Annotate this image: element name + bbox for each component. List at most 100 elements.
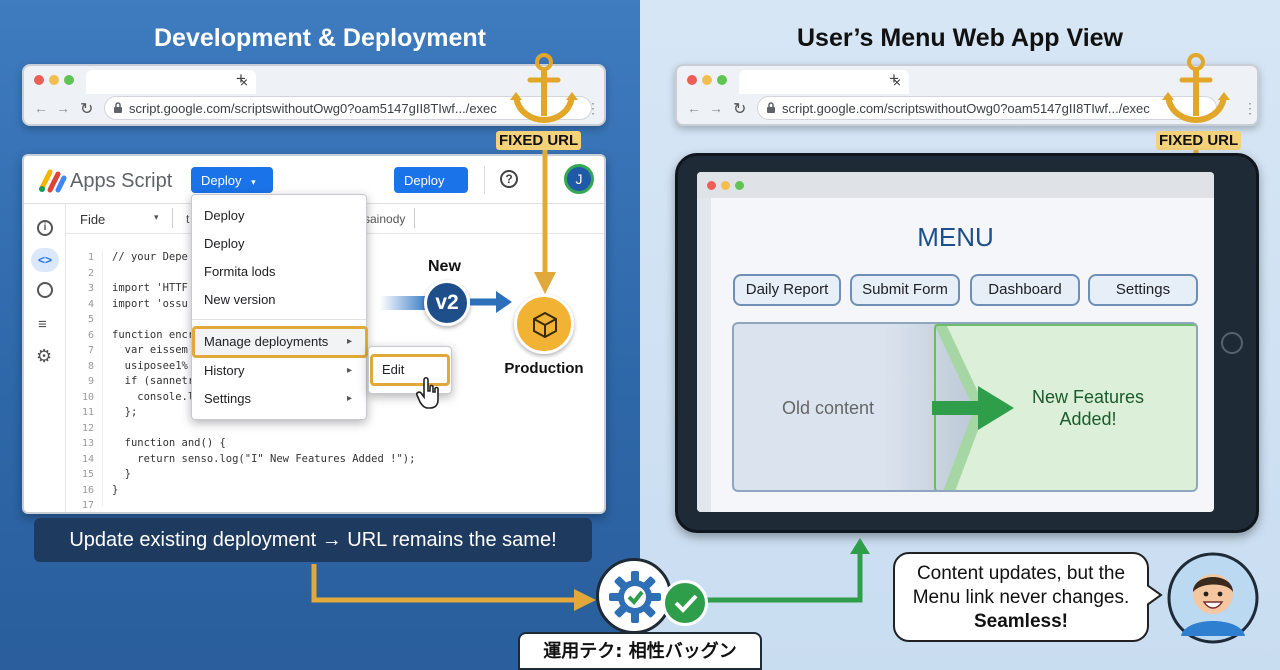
browser-menu-icon[interactable]: ⋮ [586, 100, 600, 116]
settings-button[interactable]: Settings [1088, 274, 1198, 306]
avatar[interactable]: J [564, 164, 594, 194]
reload-icon[interactable]: ↻ [733, 101, 747, 118]
development-panel: Development & Deployment × + ← → ↻ scrip… [0, 0, 640, 670]
caret-down-icon: ▾ [410, 192, 415, 202]
line-number: 14 [81, 453, 94, 465]
reload-icon[interactable]: ↻ [80, 101, 94, 118]
tab-close-icon[interactable]: × [239, 74, 248, 90]
back-icon[interactable]: ← [687, 100, 701, 116]
lock-icon [767, 102, 775, 113]
menu-item-settings[interactable]: Settings ▸ [192, 386, 366, 412]
bubble-tail [1147, 585, 1163, 606]
submenu-item-edit[interactable]: Edit [382, 362, 405, 377]
browser-window-dev: × + ← → ↻ script.google.com/scriptswitho… [22, 64, 606, 126]
flow-tail [380, 296, 426, 310]
address-bar[interactable]: script.google.com/scriptswithoutOwg0?oam… [757, 96, 1217, 120]
menu-item-deploy-2[interactable]: Deploy [204, 236, 245, 251]
code-line: }; [112, 406, 138, 418]
maximize-dot[interactable] [735, 181, 744, 190]
apps-script-editor: Apps Script Deploy ▾ Deploy ▾ ? ⋮ J i <>… [22, 154, 606, 514]
help-icon[interactable]: ? [500, 170, 518, 188]
url-text: script.google.com/scriptswithoutOwg0?oam… [782, 101, 1150, 116]
maximize-dot[interactable] [717, 75, 727, 85]
apps-script-logo-icon [39, 169, 67, 193]
maximize-dot[interactable] [64, 75, 74, 85]
menu-item-deploy[interactable]: Deploy [204, 208, 245, 223]
browser-menu-icon[interactable]: ⋮ [1243, 100, 1257, 116]
fixed-url-label-user: FIXED URL [1156, 131, 1242, 150]
url-text: script.google.com/scriptswithoutOwg0?oam… [129, 101, 497, 116]
submit-form-button[interactable]: Submit Form [850, 274, 960, 306]
menu-item-manage-deployments[interactable]: Manage deployments ▸ [192, 329, 366, 355]
info-icon[interactable]: i [37, 220, 53, 236]
file-label[interactable]: Fide [80, 212, 106, 227]
edit-highlight [370, 354, 450, 386]
browser-tab[interactable]: × [739, 70, 909, 94]
browser-tab[interactable]: × [86, 70, 256, 94]
back-icon[interactable]: ← [34, 100, 48, 116]
file-caret-icon[interactable]: ▾ [154, 212, 159, 222]
history-label: History [204, 363, 245, 378]
line-number: 8 [87, 360, 94, 372]
new-tab-icon[interactable]: + [236, 69, 246, 88]
dashboard-button[interactable]: Dashboard [970, 274, 1080, 306]
line-number: 2 [87, 267, 94, 279]
fixed-url-label-dev: FIXED URL [496, 131, 582, 150]
triggers-clock-icon[interactable] [37, 282, 53, 298]
close-dot[interactable] [34, 75, 44, 85]
line-number: 9 [87, 376, 94, 387]
tab-right-divider [414, 208, 415, 228]
line-number: 15 [81, 469, 94, 480]
menu-item-new-version[interactable]: New version [204, 292, 276, 307]
code-line [112, 421, 602, 437]
forward-icon[interactable]: → [56, 100, 70, 116]
gear-icon [609, 571, 661, 623]
executions-icon[interactable]: ≡ [38, 316, 47, 333]
header-divider [484, 166, 485, 194]
minimize-dot[interactable] [49, 75, 59, 85]
code-line: usiposee1% [112, 359, 188, 372]
line-number: 12 [81, 422, 94, 434]
deploy-button-secondary[interactable]: Deploy ▾ [394, 167, 468, 202]
code-line: function encr [112, 328, 195, 341]
line-number: 7 [87, 345, 94, 356]
deploy-dropdown-button[interactable]: Deploy ▾ [191, 167, 273, 193]
submenu-arrow-icon: ▸ [346, 393, 352, 404]
submenu-arrow-icon: ▸ [346, 336, 352, 347]
menu-item-formita-lods[interactable]: Formita lods [204, 264, 276, 279]
user-avatar-icon [1167, 552, 1259, 644]
new-tab-icon[interactable]: + [889, 69, 899, 88]
close-dot[interactable] [707, 181, 716, 190]
anchor-icon [510, 53, 578, 124]
menu-item-history[interactable]: History ▸ [192, 358, 366, 384]
tab-close-icon[interactable]: × [892, 74, 901, 90]
tablet-home-button[interactable] [1221, 332, 1243, 354]
minimize-dot[interactable] [702, 75, 712, 85]
manage-deployments-highlight [192, 326, 368, 358]
bubble-line1: Content updates, but the [916, 563, 1126, 584]
code-editor-icon[interactable]: <> [31, 248, 59, 272]
menu-title: MENU [917, 222, 994, 252]
close-dot[interactable] [687, 75, 697, 85]
daily-report-button[interactable]: Daily Report [733, 274, 841, 306]
code-line: if (sannetr [112, 375, 195, 387]
code-line [112, 498, 602, 512]
address-bar[interactable]: script.google.com/scriptswithoutOwg0?oam… [104, 96, 592, 120]
bubble-line2: Menu link never changes. [912, 587, 1130, 608]
code-line: function and() { [112, 437, 226, 449]
line-number: 3 [87, 283, 94, 294]
menu-divider [192, 319, 366, 320]
code-line: import 'HTTF [112, 282, 188, 294]
browser-window-user: × + ← → ↻ script.google.com/scriptswitho… [675, 64, 1259, 126]
content-panel: Old content New Features Added! [732, 322, 1198, 492]
settings-gear-icon[interactable]: ⚙ [36, 346, 53, 366]
line-number: 4 [87, 298, 94, 310]
submenu-arrow-icon: ▸ [346, 365, 352, 376]
forward-icon[interactable]: → [709, 100, 723, 116]
lock-icon [114, 102, 122, 113]
app-name: Apps Script [70, 170, 173, 192]
tablet-screen: MENU Daily Report Submit Form Dashboard … [697, 172, 1214, 512]
minimize-dot[interactable] [721, 181, 730, 190]
